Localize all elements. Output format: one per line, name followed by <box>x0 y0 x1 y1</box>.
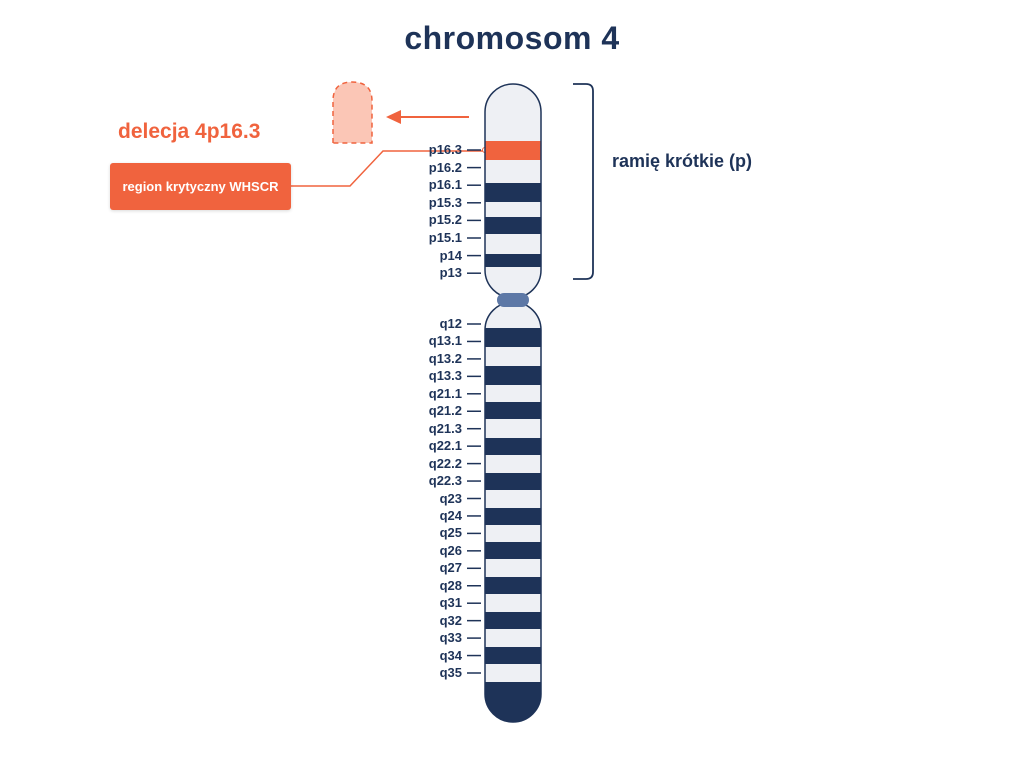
band-label-q-8: q22.2 <box>428 455 462 471</box>
band-label-p-4: p15.2 <box>428 212 462 228</box>
band-label-q-0: q12 <box>439 316 462 331</box>
band-label-q-3: q13.3 <box>428 368 462 384</box>
band-q13-3 <box>485 366 541 385</box>
band-label-p-3: p15.3 <box>428 194 462 210</box>
band-q24 <box>485 508 541 525</box>
band-label-q-2: q13.2 <box>428 350 462 366</box>
band-label-q-14: q27 <box>439 560 462 576</box>
band-p14 <box>485 254 541 267</box>
band-label-p-1: p16.2 <box>428 159 462 175</box>
deleted-fragment <box>332 81 373 144</box>
band-label-q-19: q34 <box>439 647 462 663</box>
band-q22-3 <box>485 473 541 490</box>
band-label-q-18: q33 <box>439 630 462 646</box>
band-label-q-11: q24 <box>439 507 462 523</box>
region-critical-box: region krytyczny WHSCR <box>110 163 291 210</box>
band-q35-end <box>485 682 541 722</box>
short-arm-label: ramię krótkie (p) <box>612 151 753 171</box>
band-label-q-13: q26 <box>439 542 462 558</box>
band-p16-1 <box>485 183 541 202</box>
band-label-q-9: q22.3 <box>428 473 462 489</box>
band-label-q-10: q23 <box>439 490 462 506</box>
deletion-arrow-head <box>386 110 401 124</box>
band-q34 <box>485 647 541 664</box>
deletion-label: delecja 4p16.3 <box>118 120 261 143</box>
band-q22-1 <box>485 438 541 455</box>
band-q26 <box>485 542 541 559</box>
band-label-q-15: q28 <box>439 577 462 593</box>
band-label-q-16: q31 <box>439 595 462 611</box>
band-label-q-4: q21.1 <box>428 385 462 401</box>
band-label-p-6: p14 <box>439 247 462 263</box>
p-arm-bracket <box>573 83 594 280</box>
band-q28 <box>485 577 541 594</box>
region-critical-label: region krytyczny WHSCR <box>122 179 279 194</box>
band-label-p-7: p13 <box>439 265 462 281</box>
band-q13-1 <box>485 328 541 347</box>
diagram-title: chromosom 4 <box>404 20 620 56</box>
band-q32 <box>485 612 541 629</box>
band-label-q-6: q21.3 <box>428 420 462 436</box>
region-connector-line <box>291 150 484 187</box>
band-label-p-5: p15.1 <box>428 230 462 245</box>
band-q21-2 <box>485 402 541 419</box>
band-label-q-20: q35 <box>439 665 462 680</box>
band-p16-3-highlight <box>485 141 541 160</box>
band-label-q-1: q13.1 <box>428 333 462 349</box>
band-p15-2 <box>485 217 541 234</box>
centromere <box>497 293 529 307</box>
band-label-p-2: p16.1 <box>428 177 462 193</box>
band-label-p-0: p16.3 <box>428 142 462 157</box>
band-tick-marks <box>467 149 481 674</box>
band-label-q-17: q32 <box>439 612 462 628</box>
band-label-q-7: q22.1 <box>428 438 462 454</box>
band-label-q-12: q25 <box>439 525 462 541</box>
band-label-q-5: q21.2 <box>428 403 462 419</box>
